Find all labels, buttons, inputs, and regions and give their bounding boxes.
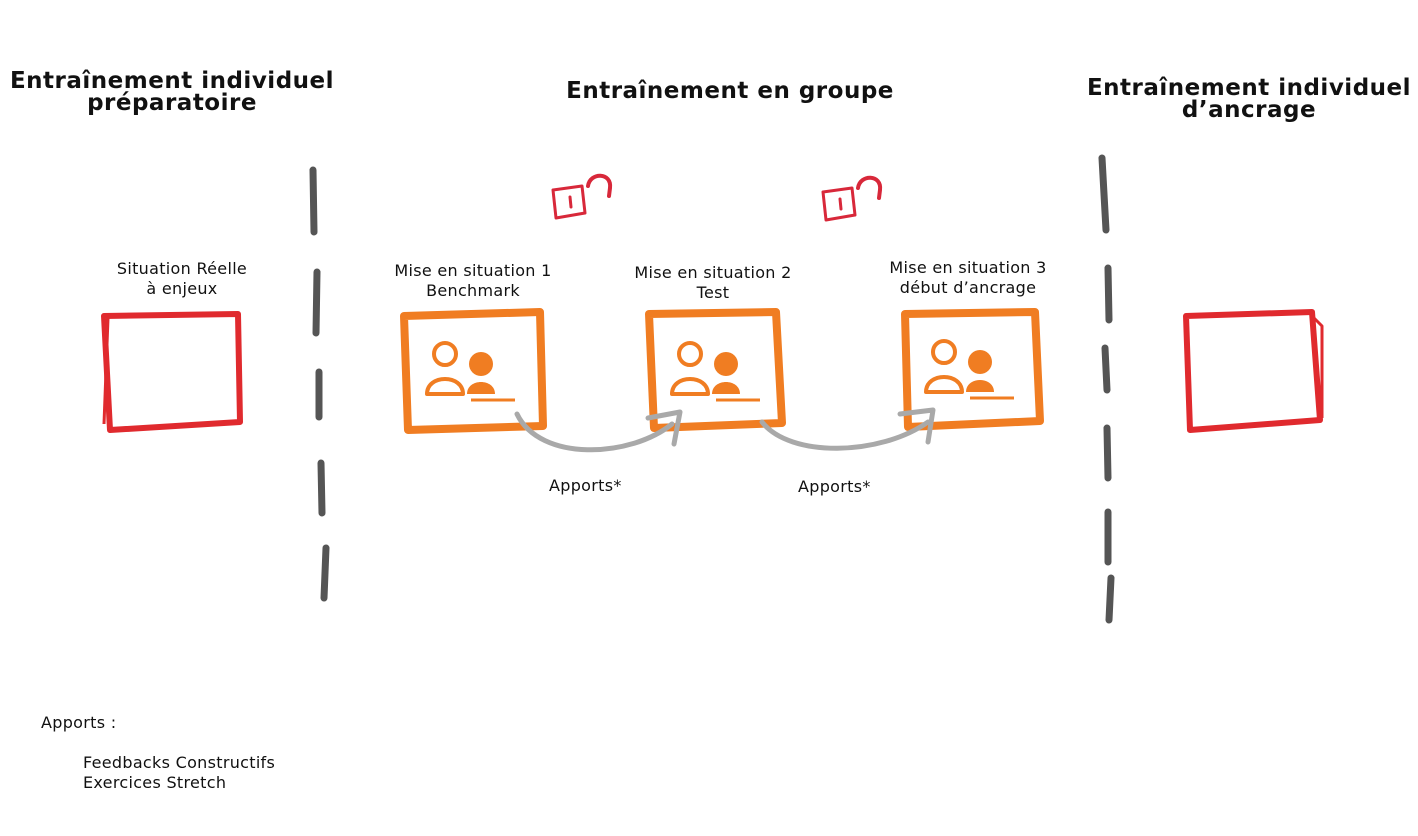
label-mise-1: Mise en situation 1 Benchmark (353, 261, 593, 301)
label-line: début d’ancrage (899, 278, 1037, 297)
heading-line: d’ancrage (1181, 97, 1317, 123)
heading-line: préparatoire (87, 90, 257, 116)
mise-3-frame (901, 308, 1044, 431)
heading-line: Entraînement en groupe (566, 78, 894, 104)
people-icon (924, 339, 1016, 400)
heading-individual-preparatory: Entraînement individuel préparatoire (0, 68, 344, 116)
label-line: Situation Réelle (116, 259, 248, 278)
legend-item: Feedbacks Constructifs (83, 753, 276, 772)
transition-label-1: Apports* (549, 476, 622, 495)
heading-line: Entraînement individuel (9, 68, 335, 94)
arrow-2 (759, 407, 936, 451)
mise-2-frame (645, 308, 786, 432)
real-situation-frame-right (1183, 309, 1324, 433)
label-line: à enjeux (146, 279, 218, 298)
transition-label-2: Apports* (798, 477, 871, 496)
label-real-situation: Situation Réelle à enjeux (60, 259, 304, 299)
legend: Apports : Feedbacks Constructifs Exercic… (41, 713, 275, 793)
legend-item: Exercices Stretch (83, 773, 227, 792)
label-mise-3: Mise en situation 3 début d’ancrage (848, 258, 1088, 298)
people-icon (670, 341, 762, 402)
heading-group-training: Entraînement en groupe (540, 78, 920, 104)
label-mise-2: Mise en situation 2 Test (593, 263, 833, 303)
divider-right (1098, 154, 1115, 624)
people-icon (425, 341, 517, 402)
padlock-open-icon (551, 173, 613, 220)
label-line: Mise en situation 1 (394, 261, 552, 280)
heading-line: Entraînement individuel (1086, 75, 1412, 101)
real-situation-frame-left (101, 311, 243, 433)
label-line: Mise en situation 2 (634, 263, 792, 282)
arrow-1 (514, 409, 683, 453)
label-line: Test (696, 283, 730, 302)
label-line: Benchmark (426, 281, 520, 300)
mise-1-frame (400, 308, 547, 434)
padlock-open-icon (821, 175, 883, 222)
heading-individual-anchoring: Entraînement individuel d’ancrage (1080, 75, 1418, 123)
divider-left (309, 166, 330, 602)
label-line: Mise en situation 3 (889, 258, 1047, 277)
legend-title: Apports : (41, 713, 117, 732)
